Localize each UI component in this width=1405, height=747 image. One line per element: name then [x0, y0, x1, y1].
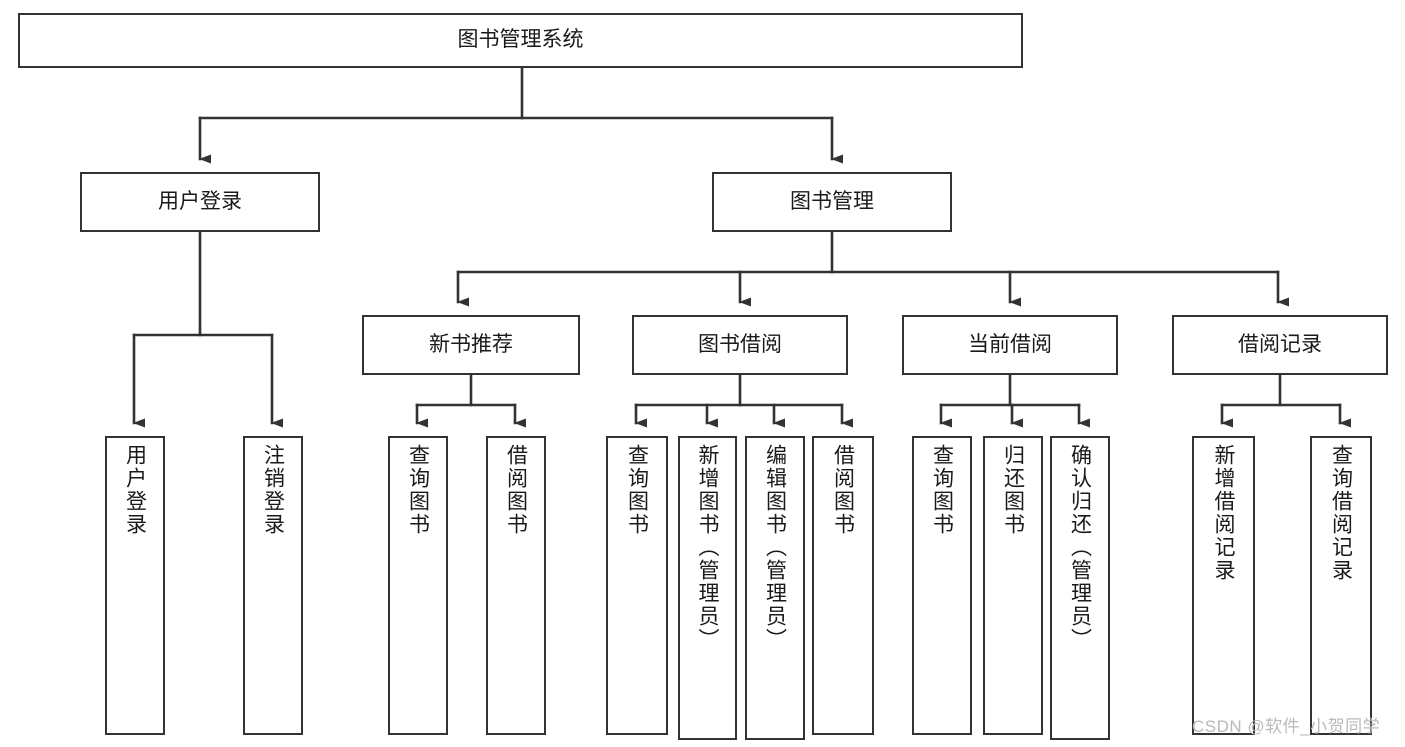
node-label: 查询图书: [930, 444, 954, 536]
node-leaf-query-book-2[interactable]: 查询图书: [606, 436, 668, 735]
node-new-book-recommend[interactable]: 新书推荐: [362, 315, 580, 375]
node-leaf-user-login[interactable]: 用户登录: [105, 436, 165, 735]
node-label: 编辑图书（管理员）: [763, 444, 787, 651]
node-label: 借阅记录: [1238, 332, 1322, 356]
node-label: 图书管理系统: [457, 28, 584, 52]
node-book-borrow[interactable]: 图书借阅: [632, 315, 848, 375]
node-leaf-query-book-3[interactable]: 查询图书: [912, 436, 972, 735]
node-leaf-query-book-1[interactable]: 查询图书: [388, 436, 448, 735]
node-leaf-confirm-return[interactable]: 确认归还（管理员）: [1050, 436, 1110, 740]
node-root[interactable]: 图书管理系统: [18, 13, 1023, 68]
node-user-login[interactable]: 用户登录: [80, 172, 320, 232]
node-label: 借阅图书: [831, 444, 855, 536]
csdn-watermark: CSDN @软件_小贺同学: [1192, 717, 1381, 736]
node-leaf-query-record[interactable]: 查询借阅记录: [1310, 436, 1372, 735]
node-book-manage[interactable]: 图书管理: [712, 172, 952, 232]
node-label: 查询借阅记录: [1329, 444, 1353, 582]
node-label: 新增借阅记录: [1212, 444, 1235, 582]
node-label: 当前借阅: [968, 332, 1052, 356]
node-label: 图书管理: [790, 189, 874, 213]
node-label: 注销登录: [261, 444, 285, 536]
node-leaf-add-record[interactable]: 新增借阅记录: [1192, 436, 1255, 735]
node-label: 新增图书（管理员）: [696, 444, 719, 651]
node-leaf-borrow-book-2[interactable]: 借阅图书: [812, 436, 874, 735]
node-leaf-borrow-book-1[interactable]: 借阅图书: [486, 436, 546, 735]
node-borrow-record[interactable]: 借阅记录: [1172, 315, 1388, 375]
node-label: 图书借阅: [698, 332, 782, 356]
node-label: 用户登录: [158, 189, 242, 213]
node-leaf-return-book[interactable]: 归还图书: [983, 436, 1043, 735]
node-label: 借阅图书: [504, 444, 528, 536]
node-label: 新书推荐: [429, 332, 513, 356]
node-leaf-user-logout[interactable]: 注销登录: [243, 436, 303, 735]
node-current-borrow[interactable]: 当前借阅: [902, 315, 1118, 375]
node-label: 用户登录: [123, 444, 147, 536]
node-leaf-edit-book[interactable]: 编辑图书（管理员）: [745, 436, 805, 740]
node-label: 确认归还（管理员）: [1068, 444, 1092, 651]
node-label: 查询图书: [406, 444, 430, 536]
node-label: 查询图书: [625, 444, 649, 536]
node-label: 归还图书: [1001, 444, 1025, 536]
node-leaf-add-book[interactable]: 新增图书（管理员）: [678, 436, 737, 740]
